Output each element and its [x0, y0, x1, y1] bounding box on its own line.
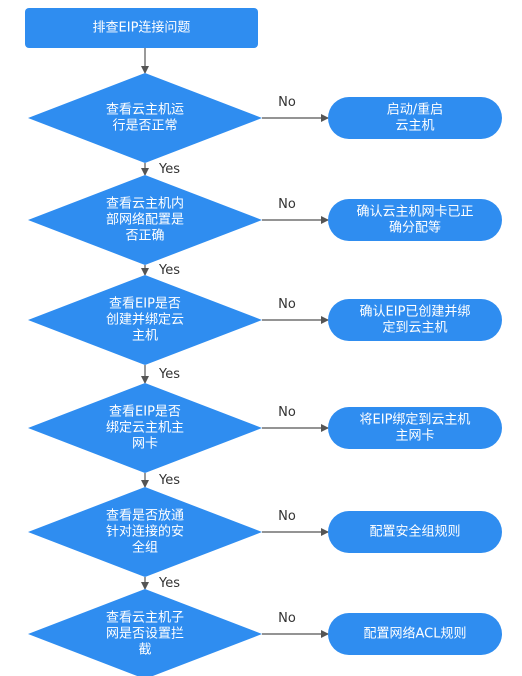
decision-text-line: 查看EIP是否 — [109, 404, 181, 420]
decision-text-line: 查看云主机子 — [106, 610, 184, 626]
yes-label: Yes — [158, 576, 180, 591]
action-text-line: 云主机 — [395, 119, 434, 134]
decision-text-line: 查看是否放通 — [106, 508, 184, 524]
action-text-line: 确认云主机网卡已正 — [356, 205, 473, 220]
decision-diamond — [28, 275, 262, 365]
yes-label: Yes — [158, 162, 180, 177]
action-pill — [328, 613, 502, 655]
decision-text-line: 针对连接的安 — [106, 524, 184, 540]
action-text-line: 配置网络ACL规则 — [364, 626, 467, 642]
decision-text-line: 否正确 — [125, 229, 164, 244]
start-box — [25, 8, 258, 48]
action-text-line: 定到云主机 — [382, 321, 447, 336]
action-text-line: 确认EIP已创建并绑 — [360, 305, 471, 320]
decision-diamond — [28, 589, 262, 676]
decision-text-line: 查看云主机运 — [106, 102, 184, 118]
decision-diamond — [28, 383, 262, 473]
action-text-line: 将EIP绑定到云主机 — [360, 413, 471, 428]
no-label: No — [278, 405, 296, 420]
decision-text-line: 查看EIP是否 — [109, 296, 181, 312]
action-text-line: 主网卡 — [395, 429, 434, 444]
no-label: No — [278, 611, 296, 626]
action-text: 配置网络ACL规则 — [364, 626, 467, 642]
yes-label: Yes — [158, 367, 180, 382]
no-label: No — [278, 509, 296, 524]
action-text: 配置安全组规则 — [369, 524, 460, 540]
action-pill — [328, 511, 502, 553]
decision-text-line: 网是否设置拦 — [106, 627, 184, 642]
decision-diamond — [28, 73, 262, 163]
decision-text-line: 行是否正常 — [112, 119, 177, 134]
no-label: No — [278, 197, 296, 212]
decision-text-line: 创建并绑定云 — [106, 313, 184, 328]
decision-text-line: 部网络配置是 — [106, 212, 184, 228]
action-text-line: 确分配等 — [389, 220, 441, 236]
start-text: 排查EIP连接问题 — [93, 20, 191, 36]
yes-label: Yes — [158, 263, 180, 278]
decision-text-line: 全组 — [132, 540, 158, 556]
no-label: No — [278, 95, 296, 110]
start-text-line: 排查EIP连接问题 — [93, 20, 191, 36]
decision-diamond — [28, 487, 262, 577]
decision-text-line: 绑定云主机主 — [106, 421, 184, 436]
decision-text-line: 查看云主机内 — [106, 196, 184, 212]
no-label: No — [278, 297, 296, 312]
action-pill — [328, 199, 502, 241]
decision-diamond — [28, 175, 262, 265]
action-text-line: 配置安全组规则 — [369, 524, 460, 540]
decision-text-line: 截 — [138, 643, 151, 658]
decision-text-line: 主机 — [132, 329, 158, 344]
action-pill — [328, 97, 502, 139]
decision-text-line: 网卡 — [132, 437, 158, 452]
action-pill — [328, 299, 502, 341]
action-pill — [328, 407, 502, 449]
yes-label: Yes — [158, 473, 180, 488]
action-text-line: 启动/重启 — [387, 102, 443, 118]
